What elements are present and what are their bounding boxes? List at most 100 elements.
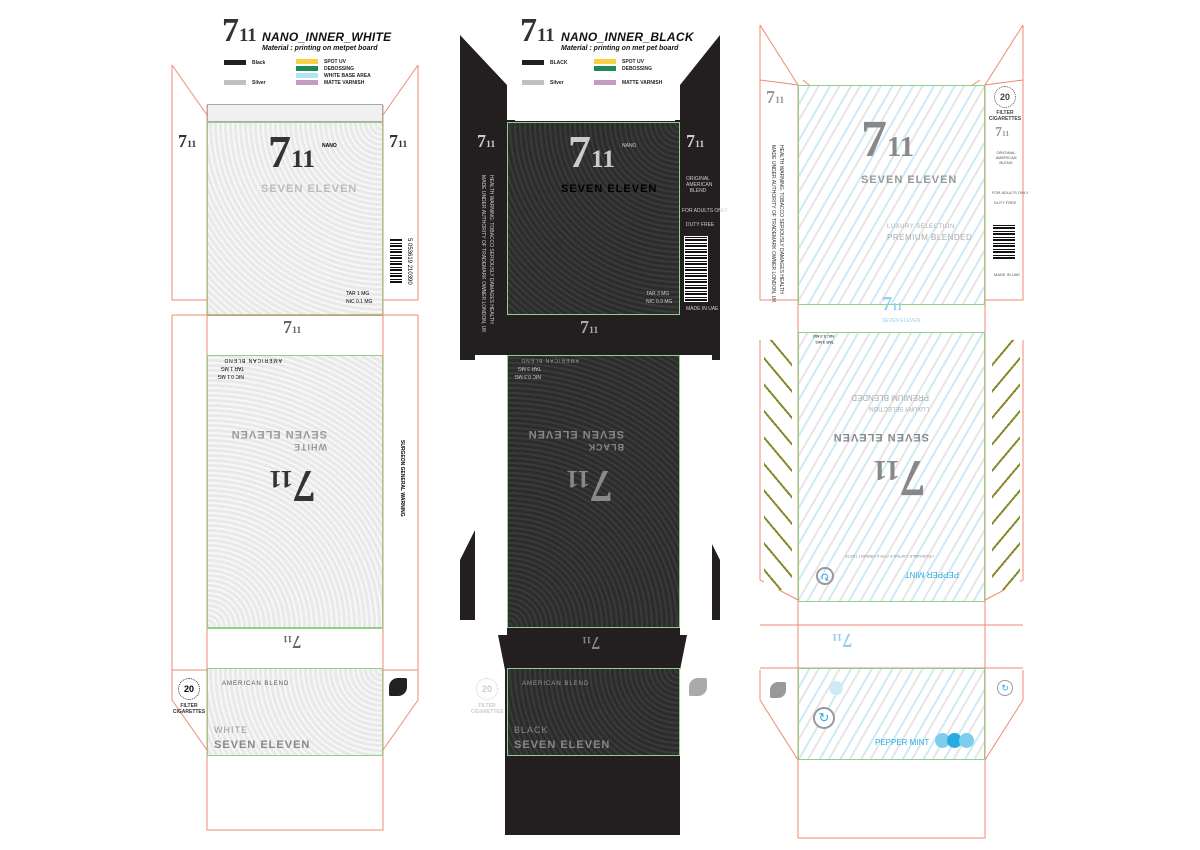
bottom-panel: AMERICAN BLEND WHITE SEVEN ELEVEN	[207, 668, 383, 756]
label: 7	[389, 131, 398, 151]
label: DEBOSSING	[324, 66, 355, 72]
label: AMERICAN BLEND	[522, 681, 590, 687]
label: BLACK	[550, 60, 568, 66]
back-panel: TAR 3 MG NIC 0.3 MG 711 BLACK SEVEN ELEV…	[507, 355, 680, 628]
graphic	[296, 80, 318, 86]
band-brand: SEVEN ELEVEN	[882, 318, 921, 324]
label: 7	[283, 317, 292, 337]
premium-label: PREMIUM BLENDED	[887, 233, 973, 242]
graphic	[984, 670, 1024, 761]
nano-label: NANO	[622, 143, 637, 149]
nano-label: NANO	[322, 143, 337, 149]
legend-item: DEBOSSING	[296, 66, 354, 72]
duty-label: DUTY FREE	[994, 200, 1017, 205]
graphic	[680, 355, 712, 635]
label: 11	[269, 465, 293, 493]
logo-eleven: 11	[239, 25, 257, 46]
filter-badge: 20	[178, 678, 200, 700]
adults-label: FOR ADULTS ONLY	[682, 208, 728, 214]
back-panel: TAR 1 MG NIC 0.1 MG 711 WHITE SEVEN ELEV…	[207, 355, 383, 628]
side-logo: 711	[178, 132, 196, 150]
graphic	[594, 59, 616, 65]
side-logo: 711	[686, 132, 704, 150]
label: 11	[775, 95, 785, 106]
graphic	[947, 733, 962, 748]
variant-label: WHITE	[214, 725, 248, 735]
graphic	[296, 66, 318, 72]
label: SPOT UV	[622, 59, 644, 65]
brand-logo: 711	[520, 14, 555, 48]
health-warning: HEALTH WARNING: TOBACCO SERIOUSLY DAMAGE…	[778, 145, 784, 294]
spec-title: NANO_INNER_WHITE	[262, 30, 392, 44]
nic-label: NIC 0.3 MG	[646, 299, 673, 305]
made-in-label: MADE IN UAE	[994, 272, 1021, 277]
label: PREMIUM BLENDED	[851, 393, 929, 402]
label: WHITE	[293, 442, 327, 452]
label: 11	[832, 631, 843, 643]
label: 7	[861, 111, 887, 168]
label: 7	[995, 125, 1002, 140]
top-tuck-flap	[207, 104, 383, 122]
graphic	[829, 681, 843, 695]
label: ORIGINAL	[996, 150, 1016, 155]
side-logo: 711	[766, 88, 784, 106]
label: 11	[872, 454, 900, 485]
graphic	[224, 60, 246, 66]
graphic	[382, 64, 419, 116]
refresh-icon: ↻	[813, 707, 835, 729]
crest-icon	[689, 678, 707, 696]
label: 7	[292, 632, 302, 652]
top-band: 711	[207, 315, 383, 355]
barcode	[389, 238, 403, 284]
graphic	[171, 668, 208, 751]
label: 7	[268, 126, 291, 177]
health-warning: MADE UNDER AUTHORITY OF TRADEMARK OWNER …	[480, 175, 486, 333]
label: MATTE VARNISH	[324, 80, 365, 86]
label: 11	[887, 132, 915, 163]
graphic	[224, 80, 246, 86]
label: 11	[398, 139, 408, 150]
legend-item: DEBOSSING	[594, 66, 652, 72]
label: 7	[900, 449, 926, 506]
band-logo: 711	[582, 633, 600, 653]
crest-icon	[770, 682, 786, 698]
filter-text: FILTER CIGARETTES	[988, 110, 1022, 122]
legend-item: Silver	[224, 80, 266, 86]
adults-label: FOR ADULTS ONLY	[992, 190, 1029, 195]
label: DEBOSSING	[622, 66, 653, 72]
label: 11	[892, 301, 903, 313]
label: SEVEN ELEVEN	[527, 428, 624, 440]
graphic	[460, 35, 507, 320]
label: WHITE BASE AREA	[324, 73, 371, 79]
duty-label: DUTY FREE	[686, 222, 715, 228]
spec-material: Material : printing on met pet board	[561, 45, 679, 52]
barcode-number: 5 053619 210390	[406, 238, 412, 285]
filter-text: FILTER CIGARETTES	[172, 703, 206, 715]
label: LUXURY SELECTION	[869, 405, 929, 411]
graphic	[985, 80, 1024, 301]
graphic: 711	[283, 318, 301, 336]
label: 7	[842, 629, 853, 651]
label: AMERICAN	[995, 155, 1017, 160]
brand-name: SEVEN ELEVEN	[261, 183, 358, 195]
brand-name: SEVEN ELEVEN	[214, 739, 311, 751]
side-warning: SURGEON GENERAL WARNING	[399, 440, 405, 517]
label: 11	[291, 145, 315, 173]
bottom-band: 711	[207, 628, 383, 668]
graphic	[475, 355, 507, 635]
label: Black	[252, 60, 266, 66]
label: 11	[283, 633, 293, 644]
label: SEVEN ELEVEN	[832, 431, 929, 443]
legend-item: Silver	[522, 80, 564, 86]
graphic	[382, 668, 419, 751]
health-warning: MADE UNDER AUTHORITY OF TRADEMARK OWNER …	[770, 145, 776, 303]
label: AMERICAN BLEND	[223, 357, 282, 363]
graphic: 711	[568, 129, 615, 175]
filter-count: 20	[183, 684, 194, 694]
side-flap-stripes	[992, 340, 1020, 590]
label: NIC 0.3 MG	[812, 334, 834, 339]
label: 11	[582, 634, 592, 645]
luxury-label: LUXURY SELECTION	[887, 224, 955, 230]
front-panel: 711 NANO SEVEN ELEVEN TAR 3 MG NIC 0.3 M…	[507, 122, 680, 315]
